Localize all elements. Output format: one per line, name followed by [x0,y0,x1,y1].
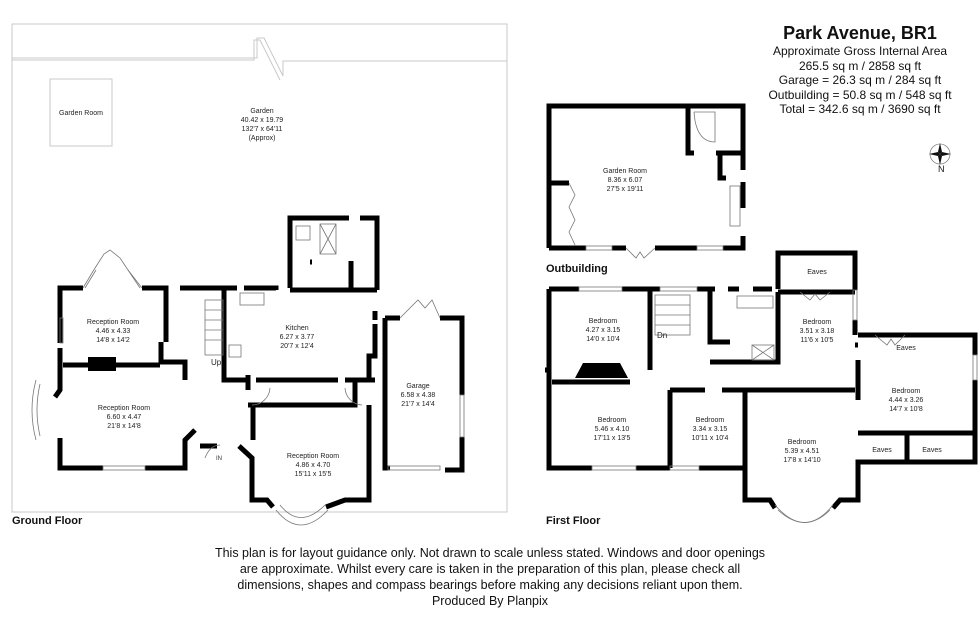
room-name: Bedroom [787,439,817,446]
property-header: Park Avenue, BR1 Approximate Gross Inter… [750,22,970,117]
room-metric: 6.58 x 4.38 [400,392,436,399]
total-area: Total = 342.6 sq m / 3690 sq ft [779,102,941,116]
room-label-garden: Garden 40.42 x 19.79 132'7 x 64'11 (Appr… [241,107,283,143]
room-name: Garden Room [603,168,647,175]
garden-outline [11,23,508,513]
room-name: Reception Room [97,405,151,412]
room-label-bedroom-1: Bedroom 4.27 x 3.15 14'0 x 10'4 [586,317,621,344]
disclaimer-line: are approximate. Whilst every care is ta… [239,562,741,576]
room-name: Garage [406,383,430,390]
room-imperial: 17'8 x 14'10 [783,457,821,464]
room-note: (Approx) [248,135,276,142]
room-name: Eaves [922,447,942,454]
room-metric: 3.51 x 3.18 [799,328,835,335]
room-name: Bedroom [588,318,618,325]
room-metric: 4.44 x 3.26 [888,397,924,404]
fireplaces [88,357,628,378]
room-name: Garden Room [59,110,103,117]
room-label-garage: Garage 6.58 x 4.38 21'7 x 14'4 [401,382,436,409]
room-label-garden-room-small: Garden Room [59,109,103,118]
room-name: Reception Room [86,319,140,326]
room-imperial: 15'11 x 15'5 [294,471,332,478]
room-imperial: 14'7 x 10'8 [889,406,923,413]
floor-title-ground: Ground Floor [12,515,83,527]
entrance-label: IN [216,456,222,462]
disclaimer-text: This plan is for layout guidance only. N… [170,545,810,609]
room-label-reception-room-3: Reception Room 4.86 x 4.70 15'11 x 15'5 [287,452,339,479]
room-label-bedroom-4: Bedroom 5.46 x 4.10 17'11 x 13'5 [594,416,631,443]
area-heading: Approximate Gross Internal Area [772,44,948,58]
room-metric: 5.46 x 4.10 [594,426,630,433]
room-name: Bedroom [891,388,921,395]
compass-north-label: N [938,164,945,174]
room-label-bedroom-3: Bedroom 4.44 x 3.26 14'7 x 10'8 [889,387,924,414]
room-name: Eaves [896,345,916,352]
room-imperial: 20'7 x 12'4 [280,343,314,350]
room-label-kitchen: Kitchen 6.27 x 3.77 20'7 x 12'4 [280,324,315,351]
producer-credit: Produced By Planpix [431,594,549,608]
room-imperial: 21'8 x 14'8 [107,423,141,430]
first-floor-walls [545,250,978,510]
main-area: 265.5 sq m / 2858 sq ft [798,58,922,73]
room-metric: 6.60 x 4.47 [106,414,142,421]
room-label-eaves-3: Eaves [872,446,891,455]
outbuilding-fixtures [568,111,741,259]
room-imperial: 11'6 x 10'5 [800,337,834,344]
room-metric: 5.39 x 4.51 [784,448,820,455]
room-label-bedroom-5: Bedroom 3.34 x 3.15 10'11 x 10'4 [692,416,729,443]
room-label-bedroom-2: Bedroom 3.51 x 3.18 11'6 x 10'5 [800,318,835,345]
room-label-eaves-2: Eaves [896,344,915,353]
room-imperial: 14'8 x 14'2 [96,337,130,344]
room-label-eaves-1: Eaves [807,268,826,277]
outbuilding-area: Outbuilding = 50.8 sq m / 548 sq ft [768,87,952,102]
ground-floor-walls [52,215,465,510]
room-imperial: 27'5 x 19'11 [606,186,644,193]
floor-title-first: First Floor [546,515,601,527]
room-metric: 4.86 x 4.70 [295,462,331,469]
room-name: Garden [250,108,274,115]
room-name: Eaves [807,269,827,276]
room-name: Bedroom [802,319,832,326]
room-name: Kitchen [285,325,309,332]
room-metric: 6.27 x 3.77 [279,334,315,341]
room-metric: 8.36 x 6.07 [607,177,643,184]
room-label-outbuilding-garden-room: Garden Room 8.36 x 6.07 27'5 x 19'11 [603,167,647,194]
floor-title-outbuilding: Outbuilding [546,263,608,275]
property-title: Park Avenue, BR1 [783,23,937,43]
room-imperial: 14'0 x 10'4 [586,336,620,343]
room-name: Reception Room [286,453,340,460]
room-name: Eaves [872,447,892,454]
room-imperial: 21'7 x 14'4 [401,401,435,408]
room-imperial: 17'11 x 13'5 [593,435,631,442]
outbuilding-walls [546,103,746,251]
disclaimer-line: This plan is for layout guidance only. N… [214,546,766,560]
room-imperial: 132'7 x 64'11 [241,126,283,133]
first-floor-fixtures [578,286,978,523]
room-metric: 3.34 x 3.15 [692,426,728,433]
compass-rose-icon [929,143,951,165]
room-name: Bedroom [695,417,725,424]
room-label-reception-room-1: Reception Room 4.46 x 4.33 14'8 x 14'2 [87,318,139,345]
stairs-down-label: Dn [657,331,668,340]
room-label-eaves-4: Eaves [922,446,941,455]
room-metric: 4.46 x 4.33 [95,328,131,335]
room-name: Bedroom [597,417,627,424]
garage-area: Garage = 26.3 sq m / 284 sq ft [778,73,942,87]
room-metric: 40.42 x 19.79 [240,117,284,124]
ground-floor-fixtures [31,223,465,526]
room-label-bedroom-6: Bedroom 5.39 x 4.51 17'8 x 14'10 [783,438,820,465]
stairs-up-label: Up [211,358,222,367]
room-imperial: 10'11 x 10'4 [691,435,729,442]
disclaimer-line: dimensions, shapes and compass bearings … [237,578,743,592]
room-label-reception-room-2: Reception Room 6.60 x 4.47 21'8 x 14'8 [98,404,150,431]
room-metric: 4.27 x 3.15 [585,327,621,334]
